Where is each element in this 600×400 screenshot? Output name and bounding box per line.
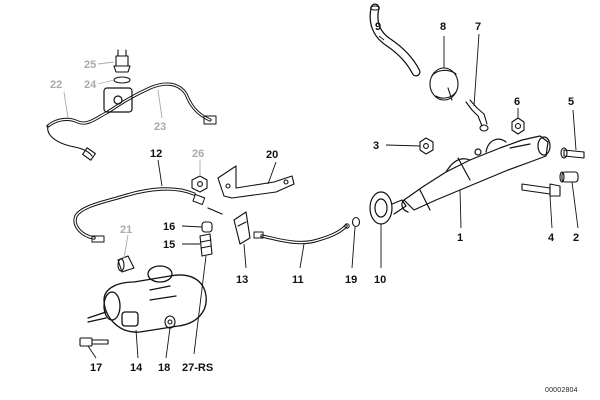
callout-18: 18 — [158, 362, 170, 374]
pressure-switch-part-25 — [113, 49, 131, 73]
callout-17: 17 — [90, 362, 102, 374]
callout-19: 19 — [345, 274, 357, 286]
callout-2: 2 — [573, 232, 579, 244]
slave-cylinder-part-14 — [87, 265, 207, 333]
nut-part-6 — [511, 117, 525, 135]
bolt-part-4 — [521, 183, 561, 197]
boot-part-10 — [369, 191, 407, 225]
leader-lines — [63, 33, 579, 359]
callout-24: 24 — [84, 79, 97, 91]
callout-21: 21 — [120, 224, 132, 236]
callout-16: 16 — [163, 221, 175, 233]
hose-part-12 — [73, 187, 223, 243]
callout-1: 1 — [457, 232, 463, 244]
callout-27-rs: 27-RS — [182, 362, 213, 374]
o-ring-part-24 — [113, 76, 131, 84]
callout-22: 22 — [50, 79, 62, 91]
callout-20: 20 — [266, 149, 278, 161]
callout-15: 15 — [163, 239, 175, 251]
sleeve-part-2 — [559, 171, 579, 183]
callout-13: 13 — [236, 274, 248, 286]
bleeder-cap-part-16 — [201, 221, 213, 233]
clip-part-13 — [233, 211, 251, 245]
elbow-connector-part-7 — [465, 99, 489, 132]
bolt-part-5 — [560, 147, 585, 159]
washer-part-18 — [164, 315, 176, 329]
bolt-part-17 — [79, 337, 109, 347]
callout-25: 25 — [84, 59, 96, 71]
callout-11: 11 — [292, 274, 304, 286]
grommet-part-26 — [191, 175, 208, 193]
distribution-block — [103, 87, 133, 113]
reference-code: 00002804 — [545, 387, 578, 394]
clutch-line-part-11 — [253, 223, 350, 245]
callout-5: 5 — [568, 96, 574, 108]
callout-6: 6 — [514, 96, 520, 108]
bleeder-valve-part-15 — [199, 233, 213, 257]
callout-9: 9 — [375, 21, 381, 33]
fitting-part-21 — [117, 255, 135, 273]
pipe-part-23 — [46, 82, 217, 128]
nut-part-3 — [419, 137, 434, 155]
callout-12: 12 — [150, 148, 162, 160]
callout-8: 8 — [440, 21, 446, 33]
callout-3: 3 — [373, 140, 379, 152]
bracket-part-20 — [217, 165, 295, 199]
seal-part-19 — [351, 216, 361, 228]
fitting-part-22 — [47, 125, 96, 161]
callout-14: 14 — [130, 362, 143, 374]
callout-26: 26 — [192, 148, 204, 160]
hose-part-9 — [369, 3, 421, 77]
callout-4: 4 — [548, 232, 555, 244]
reservoir-cap-part-8 — [429, 67, 459, 101]
callout-labels: 9 8 7 6 5 3 1 4 2 10 19 11 13 20 26 12 1… — [50, 21, 579, 374]
callout-7: 7 — [475, 21, 481, 33]
callout-23: 23 — [154, 121, 166, 133]
callout-10: 10 — [374, 274, 386, 286]
